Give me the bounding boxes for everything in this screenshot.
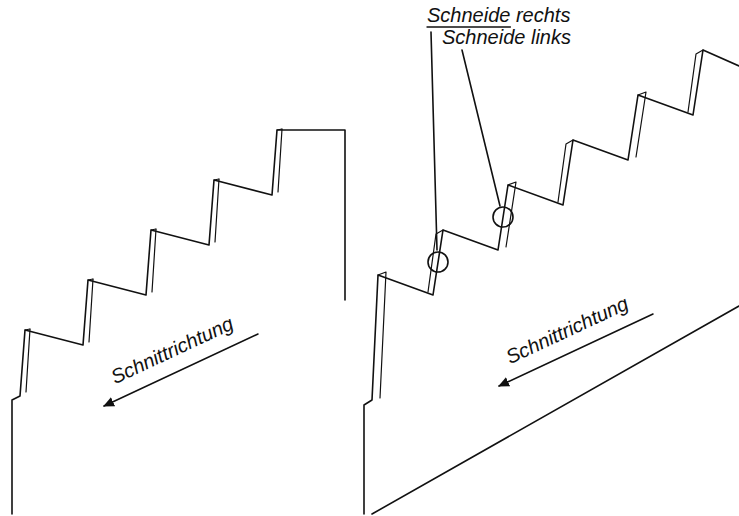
direction-label: Schnittrichtung [502, 292, 631, 368]
callout-label: Schneide rechts [427, 4, 570, 26]
blade-outline [12, 130, 345, 514]
direction-label: Schnittrichtung [107, 312, 236, 388]
edge-marker-circle [493, 207, 513, 227]
tooth-thickness [25, 129, 282, 392]
leader-line [462, 50, 500, 206]
leader-line [431, 32, 437, 250]
blade-outline [364, 50, 739, 514]
tooth-set [378, 50, 703, 398]
edge-marker-circle [428, 252, 448, 272]
callout-label: Schneide links [442, 26, 571, 48]
